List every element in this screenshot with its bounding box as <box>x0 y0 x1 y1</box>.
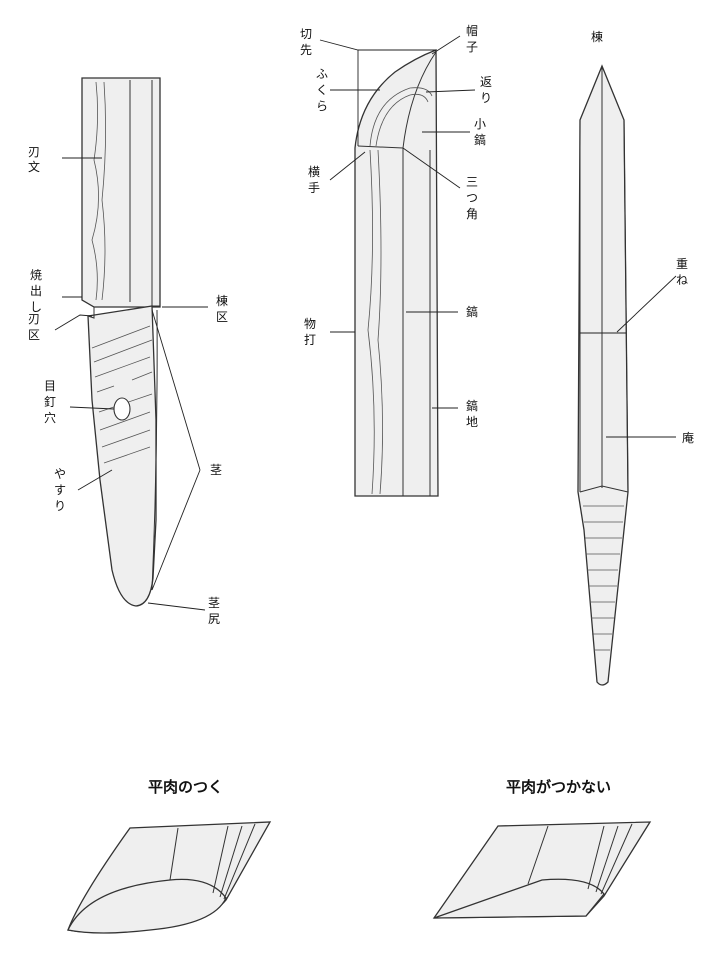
cross-section-without-hiraniku <box>432 821 652 919</box>
mune-illustration <box>577 64 677 686</box>
label-hamon: 刃 文 <box>28 145 40 174</box>
svg-text:し: し <box>30 300 42 314</box>
svg-text:先: 先 <box>300 43 312 57</box>
label-mune: 棟 <box>591 29 603 44</box>
svg-text:手: 手 <box>308 181 320 195</box>
svg-text:区: 区 <box>216 310 228 324</box>
svg-text:角: 角 <box>466 207 478 221</box>
svg-text:茎: 茎 <box>208 596 220 610</box>
svg-text:出: 出 <box>30 284 42 298</box>
caption-without-hiraniku: 平肉がつかない <box>506 778 611 796</box>
svg-text:ふ: ふ <box>316 67 328 81</box>
svg-text:区: 区 <box>28 328 40 342</box>
label-kaeri: 返 り <box>480 75 492 105</box>
kissaki-illustration <box>319 35 476 497</box>
svg-text:物: 物 <box>304 317 316 331</box>
label-mekugiana: 目 釘 穴 <box>44 379 56 425</box>
svg-text:ね: ね <box>676 273 688 287</box>
svg-text:鎬: 鎬 <box>474 132 486 147</box>
label-nakagojiri: 茎 尻 <box>208 596 220 626</box>
svg-text:ら: ら <box>316 99 328 113</box>
svg-text:三: 三 <box>466 175 478 189</box>
label-kissaki: 切 先 <box>300 27 312 57</box>
svg-text:焼: 焼 <box>30 268 42 282</box>
label-fukura: ふ く ら <box>316 67 328 113</box>
label-monouchi: 物 打 <box>304 317 316 347</box>
svg-text:く: く <box>316 83 328 97</box>
label-iori: 庵 <box>682 430 694 445</box>
svg-text:切: 切 <box>300 27 312 41</box>
svg-text:帽: 帽 <box>466 23 478 38</box>
label-mitsukado: 三 つ 角 <box>466 175 478 221</box>
label-boshi: 帽 子 <box>466 23 478 54</box>
svg-text:目: 目 <box>44 379 56 393</box>
label-shinogi: 鎬 <box>466 304 478 319</box>
svg-text:返: 返 <box>480 75 492 89</box>
cross-section-with-hiraniku <box>67 821 272 934</box>
svg-text:重: 重 <box>676 257 688 271</box>
label-shinogiji: 鎬 地 <box>466 398 478 429</box>
svg-text:穴: 穴 <box>44 410 56 425</box>
caption-with-hiraniku: 平肉のつく <box>148 778 223 796</box>
svg-text:地: 地 <box>466 415 478 429</box>
svg-text:刃: 刃 <box>28 312 40 326</box>
svg-text:鎬: 鎬 <box>466 304 478 319</box>
label-kasane: 重 ね <box>676 257 688 287</box>
label-yasuri: や す り <box>54 467 66 513</box>
svg-text:や: や <box>54 467 66 481</box>
svg-text:つ: つ <box>466 191 478 205</box>
svg-text:す: す <box>54 483 66 497</box>
svg-text:茎: 茎 <box>210 463 222 477</box>
label-nakago: 茎 <box>210 463 222 477</box>
label-yokote: 横 手 <box>308 165 320 195</box>
svg-text:打: 打 <box>304 333 316 347</box>
nakago-illustration <box>54 77 208 611</box>
svg-text:り: り <box>54 499 66 513</box>
label-hamachi: 刃 区 <box>28 312 40 342</box>
svg-text:子: 子 <box>466 40 478 54</box>
svg-text:小: 小 <box>474 117 486 131</box>
svg-text:り: り <box>480 91 492 105</box>
svg-text:刃: 刃 <box>28 145 40 159</box>
svg-text:棟: 棟 <box>591 29 603 44</box>
svg-text:文: 文 <box>28 159 40 174</box>
svg-text:釘: 釘 <box>44 394 56 409</box>
label-munemachi: 棟 区 <box>216 293 228 324</box>
svg-text:鎬: 鎬 <box>466 398 478 413</box>
label-koshinogi: 小 鎬 <box>474 117 486 147</box>
svg-text:棟: 棟 <box>216 293 228 308</box>
svg-text:横: 横 <box>308 165 320 179</box>
svg-text:尻: 尻 <box>208 612 220 626</box>
svg-text:庵: 庵 <box>682 430 694 445</box>
label-yakidashi: 焼 出 し <box>30 268 42 314</box>
